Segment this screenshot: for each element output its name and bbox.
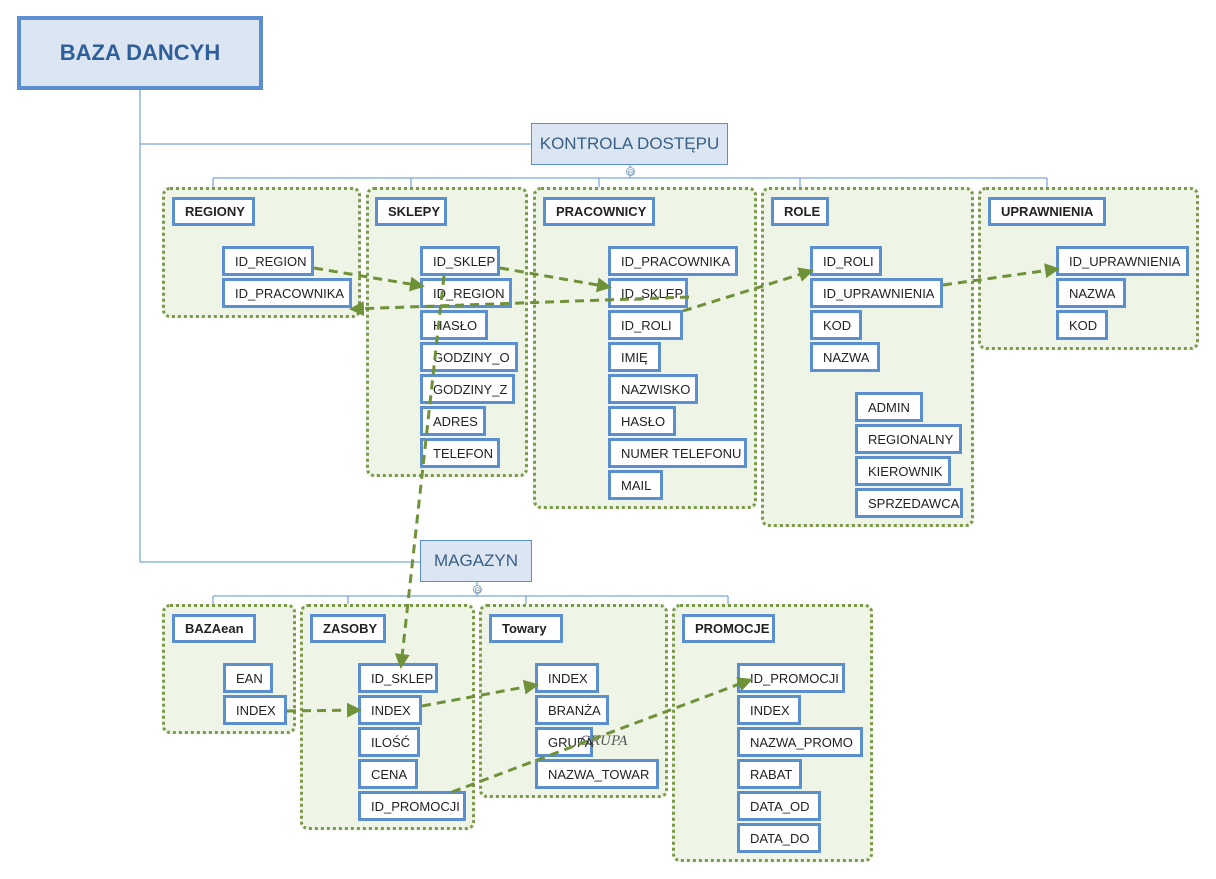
table-bazaean-title[interactable]: BAZAean bbox=[172, 614, 256, 643]
field-imie[interactable]: IMIĘ bbox=[608, 342, 661, 372]
field-index[interactable]: INDEX bbox=[737, 695, 801, 725]
field-adres[interactable]: ADRES bbox=[420, 406, 486, 436]
field-godziny-o[interactable]: GODZINY_O bbox=[420, 342, 518, 372]
collapse-icon[interactable]: ⊖ bbox=[473, 585, 482, 595]
field-id-uprawnienia[interactable]: ID_UPRAWNIENIA bbox=[1056, 246, 1189, 276]
section-access-control: KONTROLA DOSTĘPU bbox=[531, 123, 728, 165]
role-value-kierownik[interactable]: KIEROWNIK bbox=[855, 456, 951, 486]
table-role-title[interactable]: ROLE bbox=[771, 197, 829, 226]
collapse-icon[interactable]: ⊖ bbox=[626, 167, 635, 177]
field-branza[interactable]: BRANŻA bbox=[535, 695, 609, 725]
table-uprawnienia-title[interactable]: UPRAWNIENIA bbox=[988, 197, 1106, 226]
field-ean[interactable]: EAN bbox=[223, 663, 273, 693]
field-id-roli[interactable]: ID_ROLI bbox=[810, 246, 882, 276]
field-id-roli[interactable]: ID_ROLI bbox=[608, 310, 683, 340]
field-rabat[interactable]: RABAT bbox=[737, 759, 802, 789]
field-mail[interactable]: MAIL bbox=[608, 470, 663, 500]
field-kod[interactable]: KOD bbox=[1056, 310, 1108, 340]
role-value-admin[interactable]: ADMIN bbox=[855, 392, 923, 422]
field-haslo[interactable]: HASŁO bbox=[420, 310, 488, 340]
field-id-region[interactable]: ID_REGION bbox=[222, 246, 314, 276]
field-index[interactable]: INDEX bbox=[223, 695, 287, 725]
table-towary-title[interactable]: Towary bbox=[489, 614, 563, 643]
field-nazwa[interactable]: NAZWA bbox=[1056, 278, 1126, 308]
field-index[interactable]: INDEX bbox=[535, 663, 599, 693]
field-haslo[interactable]: HASŁO bbox=[608, 406, 676, 436]
grupa-overlay-note: GRUPA bbox=[580, 734, 629, 749]
field-nazwisko[interactable]: NAZWISKO bbox=[608, 374, 698, 404]
table-regiony-title[interactable]: REGIONY bbox=[172, 197, 255, 226]
field-id-sklep[interactable]: ID_SKLEP bbox=[608, 278, 688, 308]
role-value-sprzedawca[interactable]: SPRZEDAWCA bbox=[855, 488, 963, 518]
root-node: BAZA DANCYH bbox=[17, 16, 263, 90]
field-nazwa-promo[interactable]: NAZWA_PROMO bbox=[737, 727, 863, 757]
field-id-region[interactable]: ID_REGION bbox=[420, 278, 512, 308]
field-id-pracownika[interactable]: ID_PRACOWNIKA bbox=[608, 246, 738, 276]
field-ilosc[interactable]: ILOŚĆ bbox=[358, 727, 420, 757]
field-nazwa[interactable]: NAZWA bbox=[810, 342, 880, 372]
field-cena[interactable]: CENA bbox=[358, 759, 418, 789]
field-telefon[interactable]: TELEFON bbox=[420, 438, 500, 468]
field-id-promocji[interactable]: ID_PROMOCJI bbox=[737, 663, 845, 693]
table-sklepy-title[interactable]: SKLEPY bbox=[375, 197, 447, 226]
field-id-uprawnienia[interactable]: ID_UPRAWNIENIA bbox=[810, 278, 943, 308]
table-promocje-title[interactable]: PROMOCJE bbox=[682, 614, 775, 643]
field-numer-telefonu[interactable]: NUMER TELEFONU bbox=[608, 438, 747, 468]
field-data-od[interactable]: DATA_OD bbox=[737, 791, 821, 821]
table-pracownicy-title[interactable]: PRACOWNICY bbox=[543, 197, 655, 226]
field-godziny-z[interactable]: GODZINY_Z bbox=[420, 374, 515, 404]
table-zasoby-title[interactable]: ZASOBY bbox=[310, 614, 386, 643]
section-warehouse: MAGAZYN bbox=[420, 540, 532, 582]
field-id-promocji[interactable]: ID_PROMOCJI bbox=[358, 791, 466, 821]
role-value-regionalny[interactable]: REGIONALNY bbox=[855, 424, 962, 454]
field-data-do[interactable]: DATA_DO bbox=[737, 823, 821, 853]
field-nazwa-towar[interactable]: NAZWA_TOWAR bbox=[535, 759, 659, 789]
field-index[interactable]: INDEX bbox=[358, 695, 422, 725]
field-kod[interactable]: KOD bbox=[810, 310, 862, 340]
field-id-sklep[interactable]: ID_SKLEP bbox=[420, 246, 500, 276]
field-id-sklep[interactable]: ID_SKLEP bbox=[358, 663, 438, 693]
field-id-pracownika[interactable]: ID_PRACOWNIKA bbox=[222, 278, 352, 308]
